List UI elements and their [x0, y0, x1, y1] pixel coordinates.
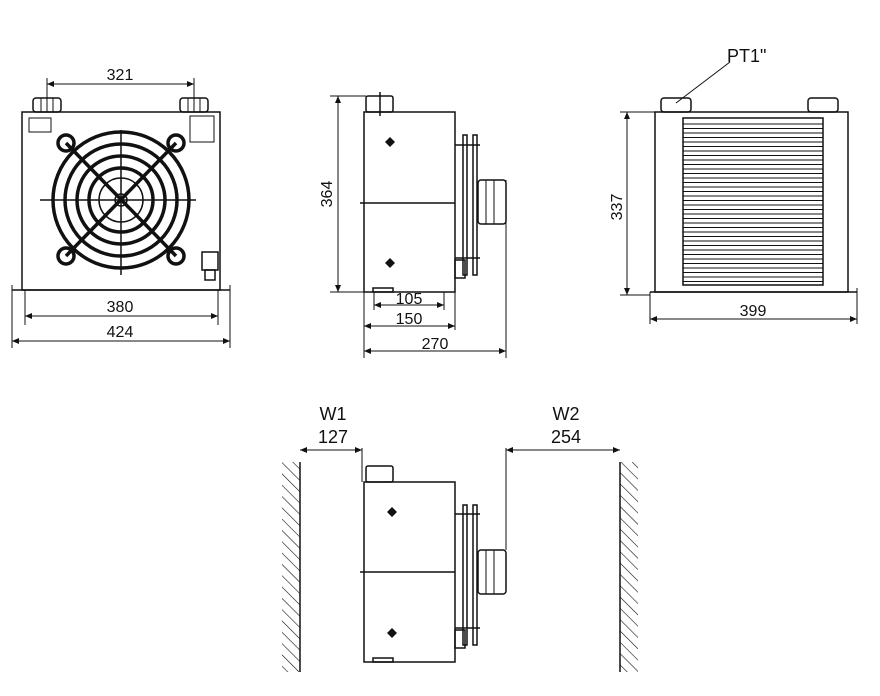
dim-380: 380	[107, 299, 134, 316]
w2-label: W2	[553, 404, 580, 424]
bolt-left	[32, 97, 62, 113]
junction-box	[201, 251, 219, 271]
rear-view: PT1" 337 399	[609, 46, 858, 324]
fin-core	[682, 117, 824, 286]
bolt-right	[179, 97, 209, 113]
nameplate	[28, 117, 52, 133]
rear-body	[654, 111, 849, 293]
w2-value: 254	[551, 427, 581, 447]
wall-left	[282, 462, 300, 672]
dim-321: 321	[107, 67, 134, 84]
wall-right	[620, 462, 638, 672]
clearance-view: W1 127 W2 254	[282, 404, 638, 672]
dim-150: 150	[396, 311, 423, 328]
port-label: PT1"	[727, 46, 766, 66]
dim-364: 364	[319, 181, 336, 208]
front-view: 321 380 424	[11, 67, 231, 348]
dim-105: 105	[396, 291, 423, 308]
side-view: 364 105 150 270	[319, 92, 507, 358]
dim-424: 424	[107, 324, 134, 341]
w1-value: 127	[318, 427, 348, 447]
side-body	[363, 111, 456, 293]
dim-399: 399	[740, 303, 767, 320]
dim-270: 270	[422, 336, 449, 353]
w1-label: W1	[320, 404, 347, 424]
warning-labels	[189, 115, 215, 143]
dim-337: 337	[609, 194, 626, 221]
fan-guard	[40, 130, 196, 275]
